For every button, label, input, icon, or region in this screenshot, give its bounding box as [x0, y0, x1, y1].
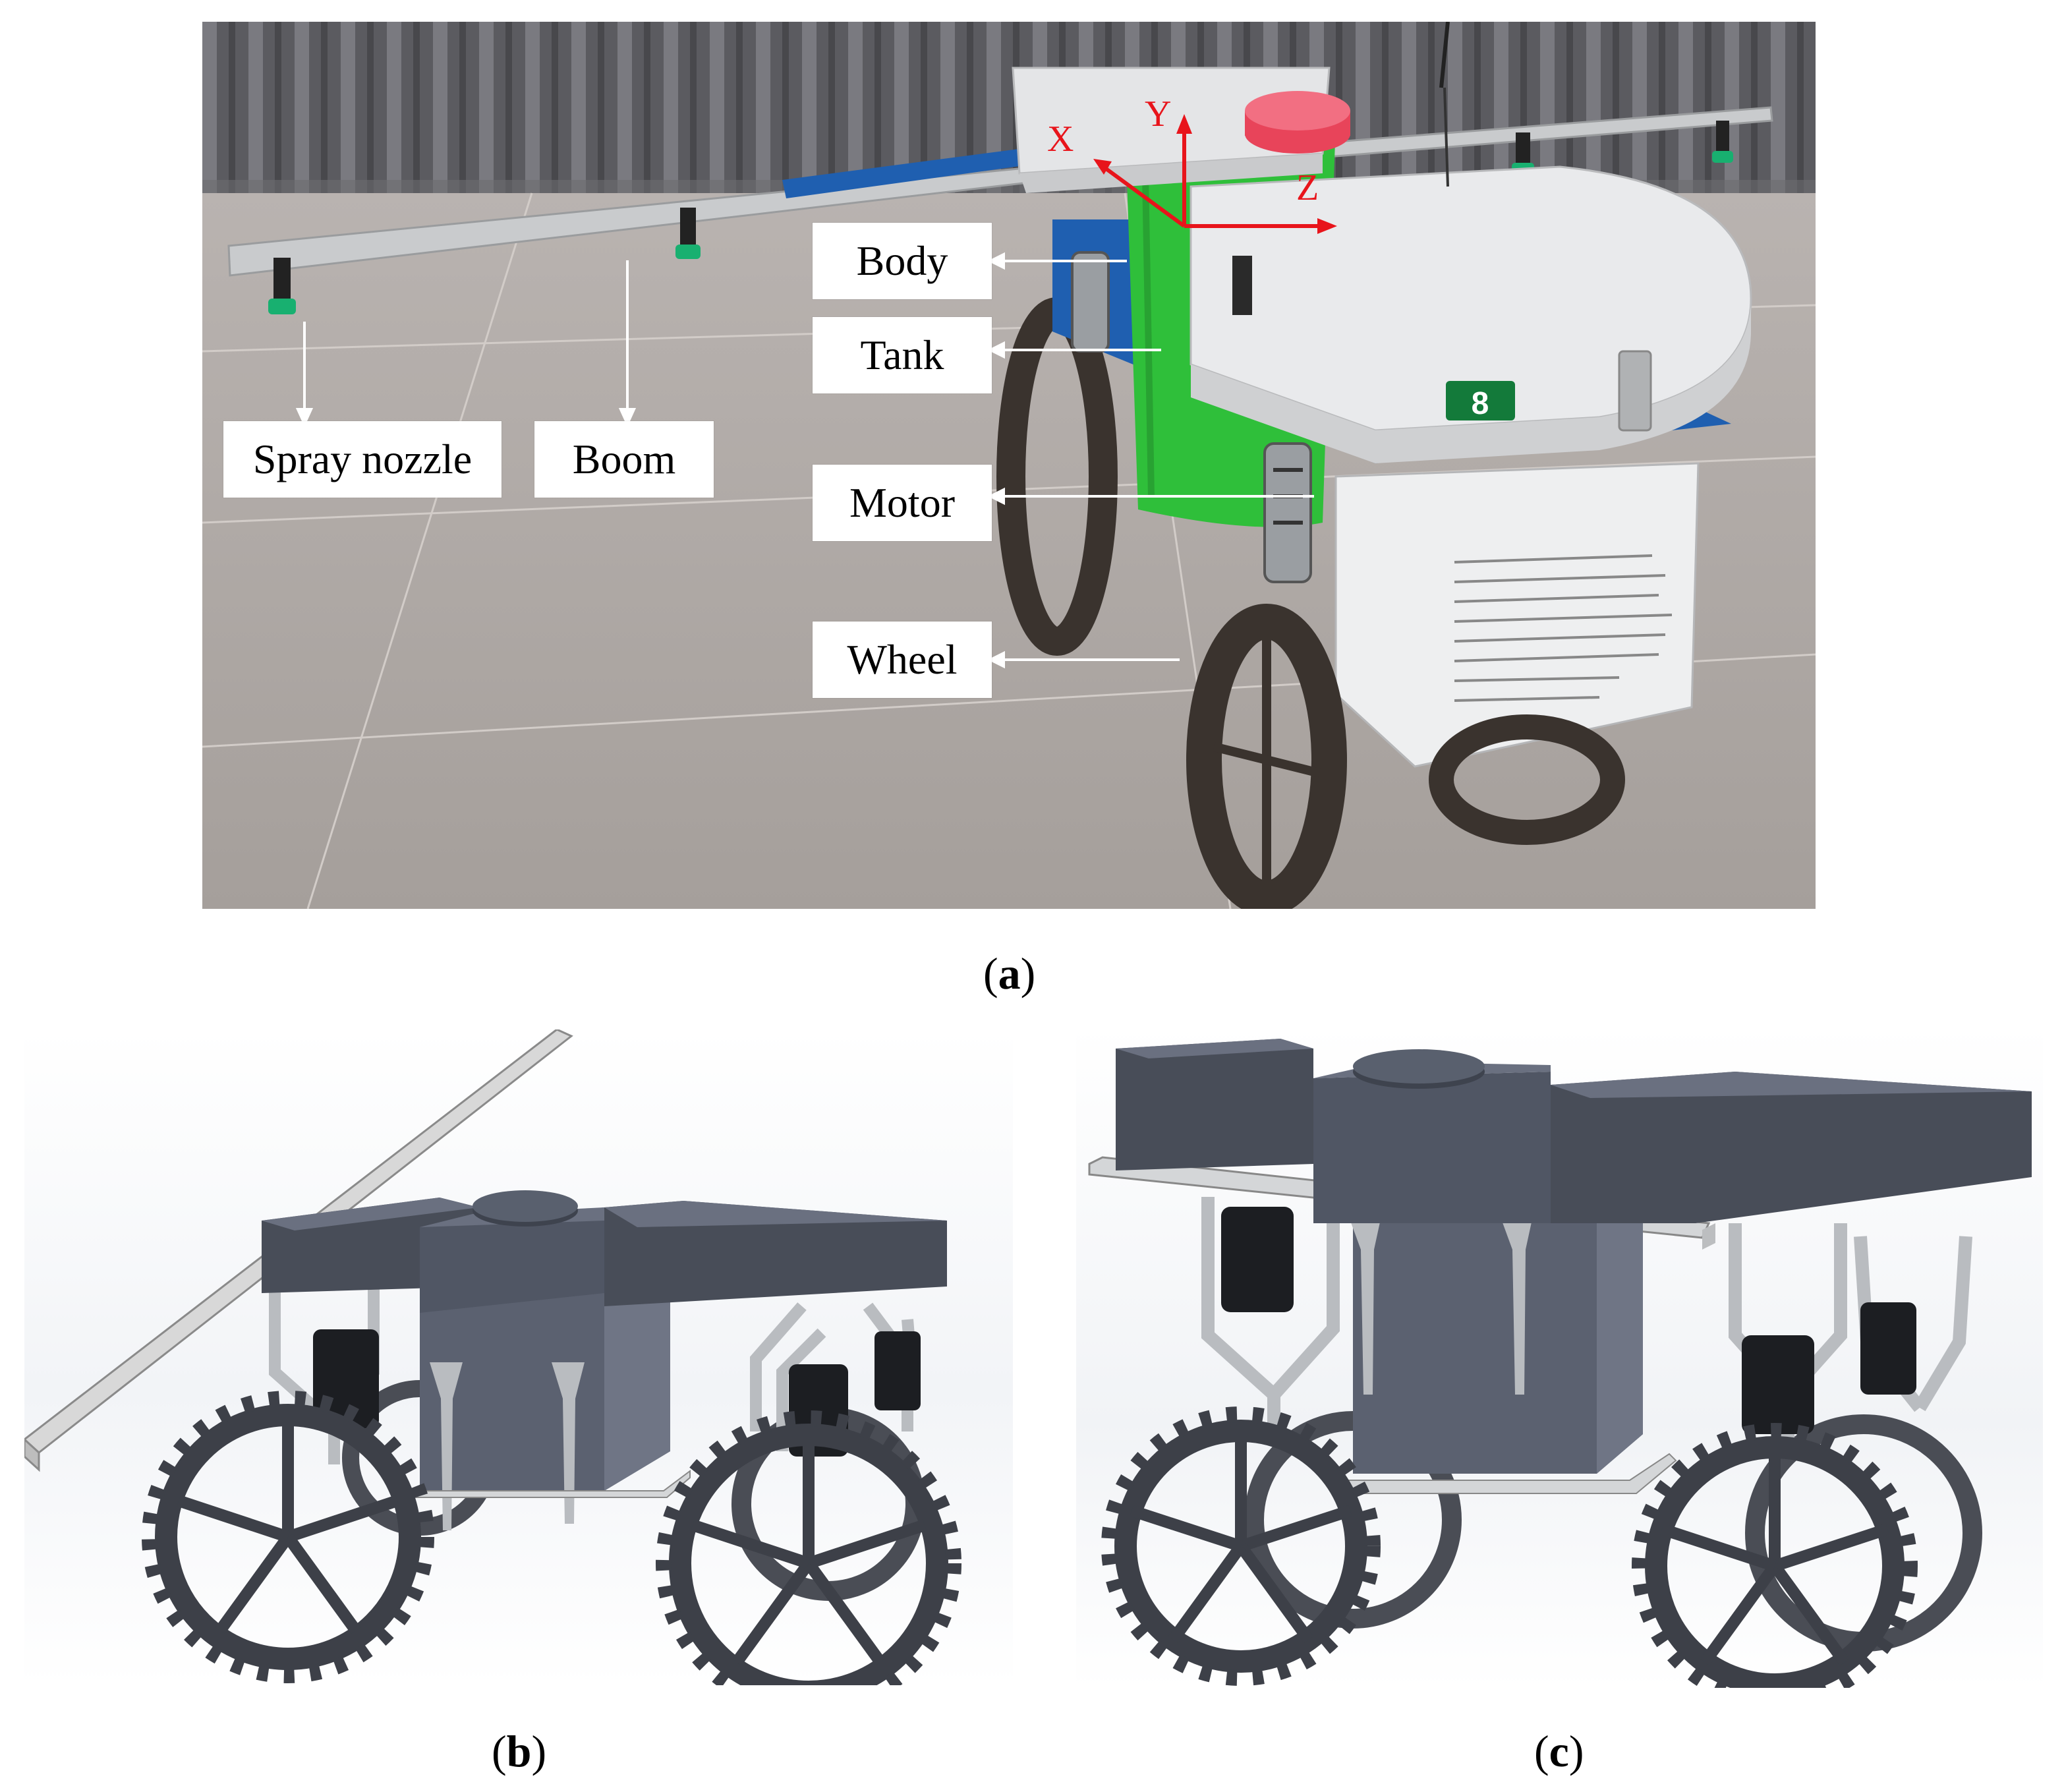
svg-text:8: 8	[1472, 386, 1489, 421]
cad-panel-b	[24, 1029, 1013, 1685]
axis-z-label: Z	[1296, 167, 1319, 208]
caption-a: (a)	[983, 948, 1036, 998]
label-motor: Motor	[813, 465, 992, 541]
label-body: Body	[813, 223, 992, 299]
cad-render-b	[24, 1029, 1013, 1685]
label-spray-nozzle: Spray nozzle	[223, 421, 502, 498]
wheel-front-right	[669, 1424, 948, 1685]
number-plate	[1446, 381, 1515, 420]
coordinate-axes: X Y Z	[1047, 94, 1337, 234]
label-tank: Tank	[813, 317, 992, 393]
cad-render-c	[1076, 1026, 2043, 1688]
sprayer-photo: 8	[202, 22, 1816, 909]
caption-c: (c)	[1534, 1726, 1584, 1776]
label-wheel: Wheel	[813, 621, 992, 698]
caption-b: (b)	[492, 1726, 547, 1776]
callout-arrows	[295, 252, 1314, 669]
axis-x-label: X	[1047, 119, 1074, 159]
cad-panel-c	[1076, 1026, 2043, 1688]
photo-panel-a: 8	[202, 22, 1816, 909]
label-boom: Boom	[534, 421, 714, 498]
wheel-front-left	[155, 1404, 421, 1670]
axis-y-label: Y	[1145, 94, 1171, 134]
